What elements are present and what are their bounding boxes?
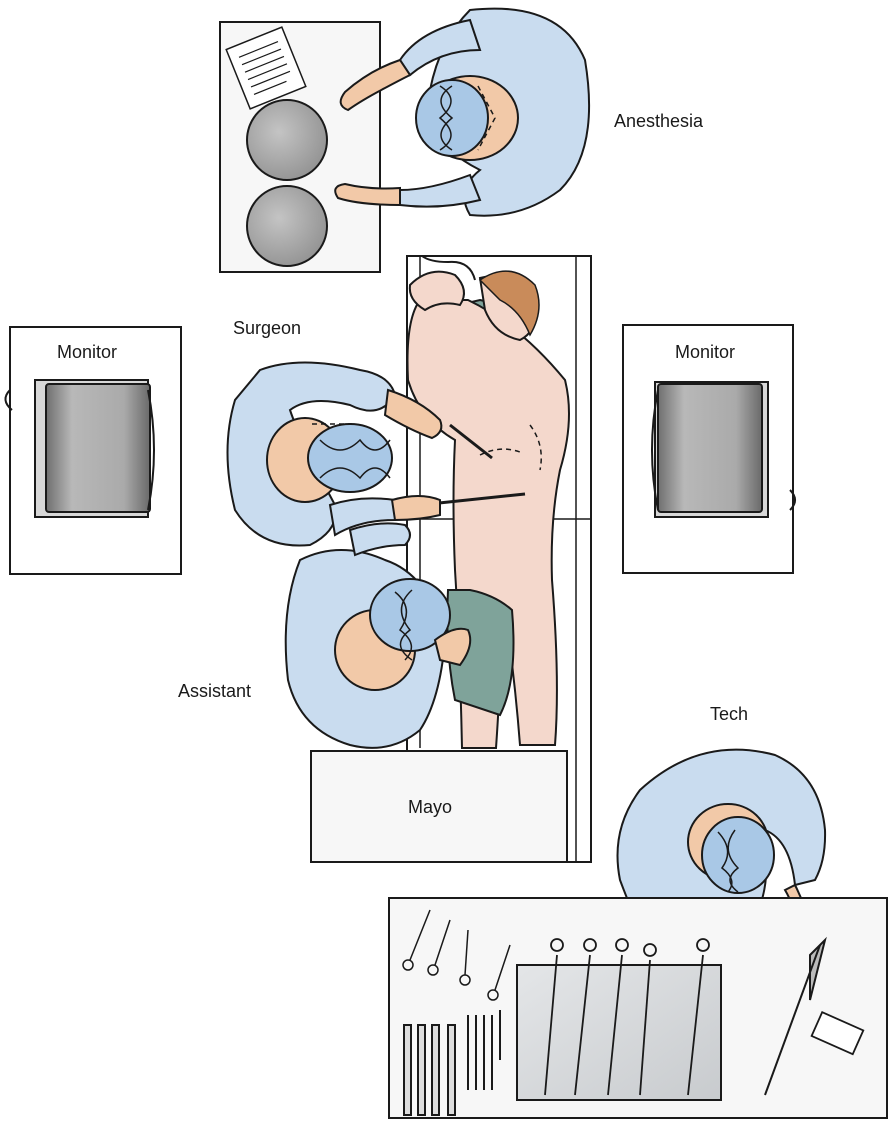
anesthesia-dial-lower (247, 186, 327, 266)
anesthesia-dial-upper (247, 100, 327, 180)
monitor-left-label: Monitor (57, 342, 117, 363)
surgeon-label: Surgeon (233, 318, 301, 339)
monitor-left (5, 327, 181, 574)
anesthesia-label: Anesthesia (614, 111, 703, 132)
anesthesia-cart (220, 22, 380, 272)
mayo-label: Mayo (408, 797, 452, 818)
monitor-right-label: Monitor (675, 342, 735, 363)
tech-label: Tech (710, 704, 748, 725)
back-instrument-table (389, 898, 887, 1118)
assistant-label: Assistant (178, 681, 251, 702)
